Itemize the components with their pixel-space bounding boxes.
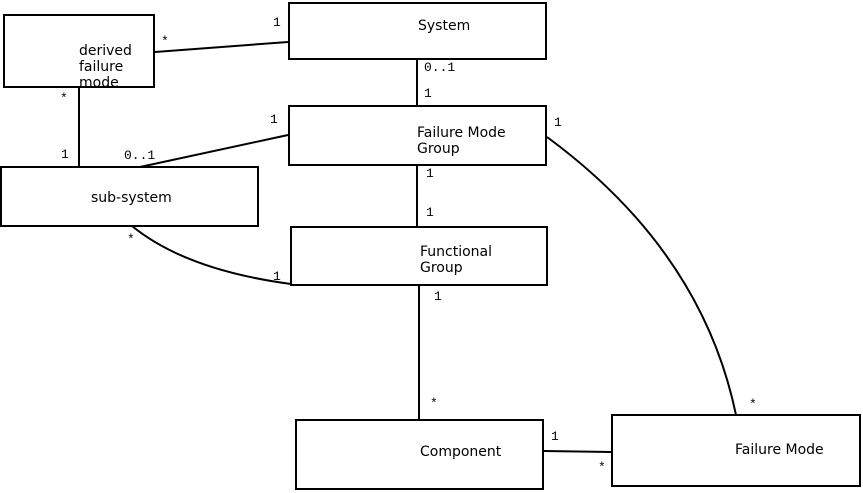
node-label: System — [418, 18, 471, 34]
node-label-line: Group — [417, 141, 460, 157]
edge-system-derived-failure-mode — [154, 41, 289, 53]
node-label: Functional Group — [420, 244, 492, 276]
edge-sub-system-functional-group — [131, 225, 292, 285]
multiplicity-label: * — [127, 232, 135, 247]
node-component: Component — [295, 419, 544, 490]
multiplicity-label: * — [60, 91, 68, 106]
node-label: Component — [420, 444, 502, 460]
node-label: Failure Mode — [735, 442, 824, 458]
multiplicity-label: 1 — [270, 112, 278, 127]
multiplicity-label: 1 — [554, 115, 562, 130]
multiplicity-label: 1 — [551, 429, 559, 444]
node-label-line: Failure Mode — [417, 125, 506, 141]
node-label: Failure Mode Group — [417, 125, 506, 157]
node-label-line: Functional — [420, 244, 493, 260]
node-failure-mode: Failure Mode — [611, 414, 861, 487]
multiplicity-label: 0..1 — [124, 148, 156, 163]
node-label: derived failure mode — [79, 43, 132, 91]
multiplicity-label: 0..1 — [424, 60, 456, 75]
edge-failure-mode-group-failure-mode — [546, 136, 737, 416]
multiplicity-label: * — [749, 397, 757, 412]
node-label-line: mode — [79, 75, 119, 91]
multiplicity-label: * — [598, 460, 606, 475]
multiplicity-label: 1 — [426, 205, 434, 220]
multiplicity-label: 1 — [424, 86, 432, 101]
node-label-line: Group — [420, 260, 463, 276]
multiplicity-label: 1 — [434, 289, 442, 304]
multiplicity-label: 1 — [273, 269, 281, 284]
multiplicity-label: 1 — [426, 166, 434, 181]
node-label-line: derived — [79, 43, 132, 59]
node-failure-mode-group: Failure Mode Group — [288, 105, 547, 166]
edge-sub-system-failure-mode-group — [139, 134, 289, 168]
node-label-line: failure — [79, 59, 124, 75]
node-label: sub-system — [91, 190, 172, 206]
multiplicity-label: * — [430, 396, 438, 411]
node-derived-failure-mode: derived failure mode — [3, 14, 155, 91]
edge-component-failure-mode — [543, 450, 612, 453]
node-functional-group: Functional Group — [290, 226, 548, 286]
multiplicity-label: 1 — [61, 147, 69, 162]
multiplicity-label: * — [161, 34, 169, 49]
node-sub-system: sub-system — [0, 166, 259, 227]
node-system: System — [288, 2, 547, 60]
multiplicity-label: 1 — [273, 15, 281, 30]
